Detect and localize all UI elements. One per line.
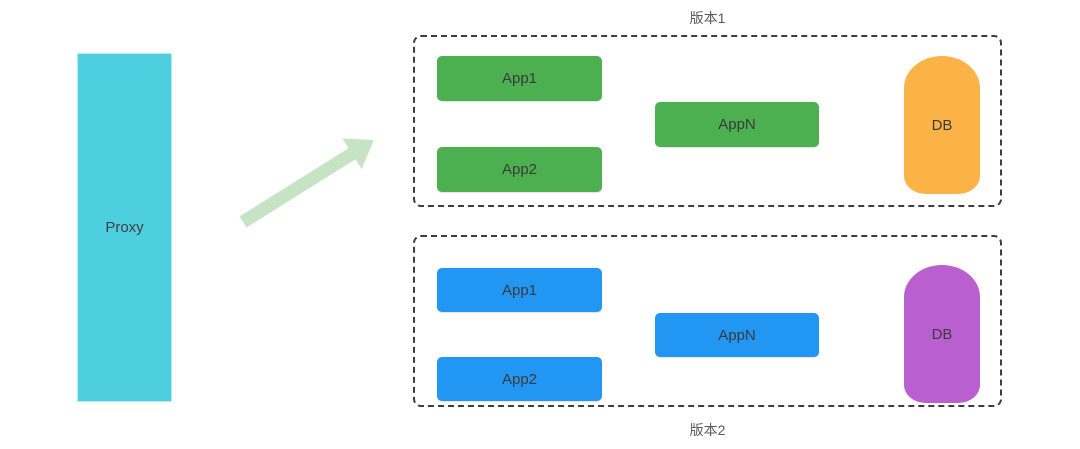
app2-node-v2: App2 [437,357,602,401]
appn-node-v2: AppN [655,313,819,357]
app2-label-v1: App2 [501,161,538,178]
version-2-group: App1 App2 AppN DB [413,235,1002,407]
version-2-title: 版本2 [689,422,726,438]
version-1-title: 版本1 [689,10,726,26]
app2-node-v1: App2 [437,147,602,192]
flow-arrow [239,138,374,228]
app1-node-v2: App1 [437,268,602,312]
app1-label-v2: App1 [501,281,538,299]
proxy-label: Proxy [105,219,144,236]
db-node-v2: DB [904,265,980,403]
db-label-v2: DB [931,325,953,343]
db-label-v1: DB [931,116,953,134]
appn-node-v1: AppN [655,102,819,147]
appn-label-v1: AppN [718,116,756,133]
app1-node-v1: App1 [437,56,602,101]
appn-label-v2: AppN [718,326,756,344]
app2-label-v2: App2 [501,370,538,388]
proxy-node: Proxy [77,53,172,402]
db-node-v1: DB [904,56,980,194]
app1-label-v1: App1 [501,70,538,87]
version-1-group: App1 App2 AppN DB [413,35,1002,207]
arrow-shape-icon [239,138,374,228]
